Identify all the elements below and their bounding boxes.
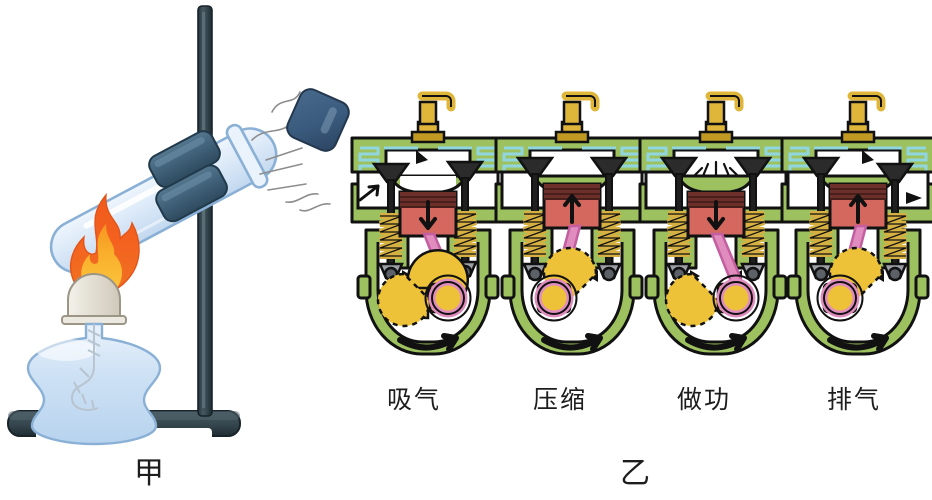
crank-assembly (816, 224, 884, 322)
valve-springs (378, 211, 478, 259)
panel-yi: 吸气 压缩 做功 排气 乙 (340, 88, 932, 491)
crank-assembly (530, 224, 598, 322)
panel-jia: 甲 (0, 0, 350, 491)
stroke-label-intake: 吸气 (386, 385, 441, 414)
four-stroke-engine-diagram (350, 91, 932, 356)
valve-springs (808, 211, 908, 259)
crank-assembly (664, 232, 760, 328)
spark-plug (840, 91, 886, 144)
piston (398, 190, 458, 238)
valve-springs (522, 211, 622, 257)
engine-cylinders (350, 91, 932, 356)
intake-arrow (358, 150, 428, 202)
test-tube-clamp-lower (155, 164, 228, 223)
cylinder-intake (350, 91, 506, 356)
panel-caption-jia: 甲 (134, 456, 166, 491)
spark-plug (554, 91, 600, 144)
valve-springs (666, 211, 766, 257)
cylinder-compression (494, 91, 650, 356)
piston (542, 182, 602, 230)
stroke-label-exhaust: 排气 (826, 385, 881, 414)
cam-followers (808, 262, 908, 282)
exhaust-arrow (862, 150, 922, 204)
stroke-label-compression: 压缩 (532, 385, 587, 414)
cylinder-exhaust (780, 91, 932, 356)
piston (828, 182, 888, 230)
alcohol-lamp (26, 273, 162, 446)
spark-plug (410, 91, 456, 144)
spark-ignition-icon (692, 160, 740, 178)
piston (686, 190, 746, 238)
stroke-label-power: 做功 (676, 385, 731, 414)
apparatus-illustration (7, 5, 350, 446)
stroke-label-row: 吸气 压缩 做功 排气 (340, 380, 932, 416)
spark-plug (698, 91, 744, 144)
rubber-stopper (286, 88, 350, 152)
panel-caption-yi: 乙 (620, 456, 652, 491)
crank-assembly (376, 232, 472, 328)
cylinder-power (638, 91, 794, 356)
